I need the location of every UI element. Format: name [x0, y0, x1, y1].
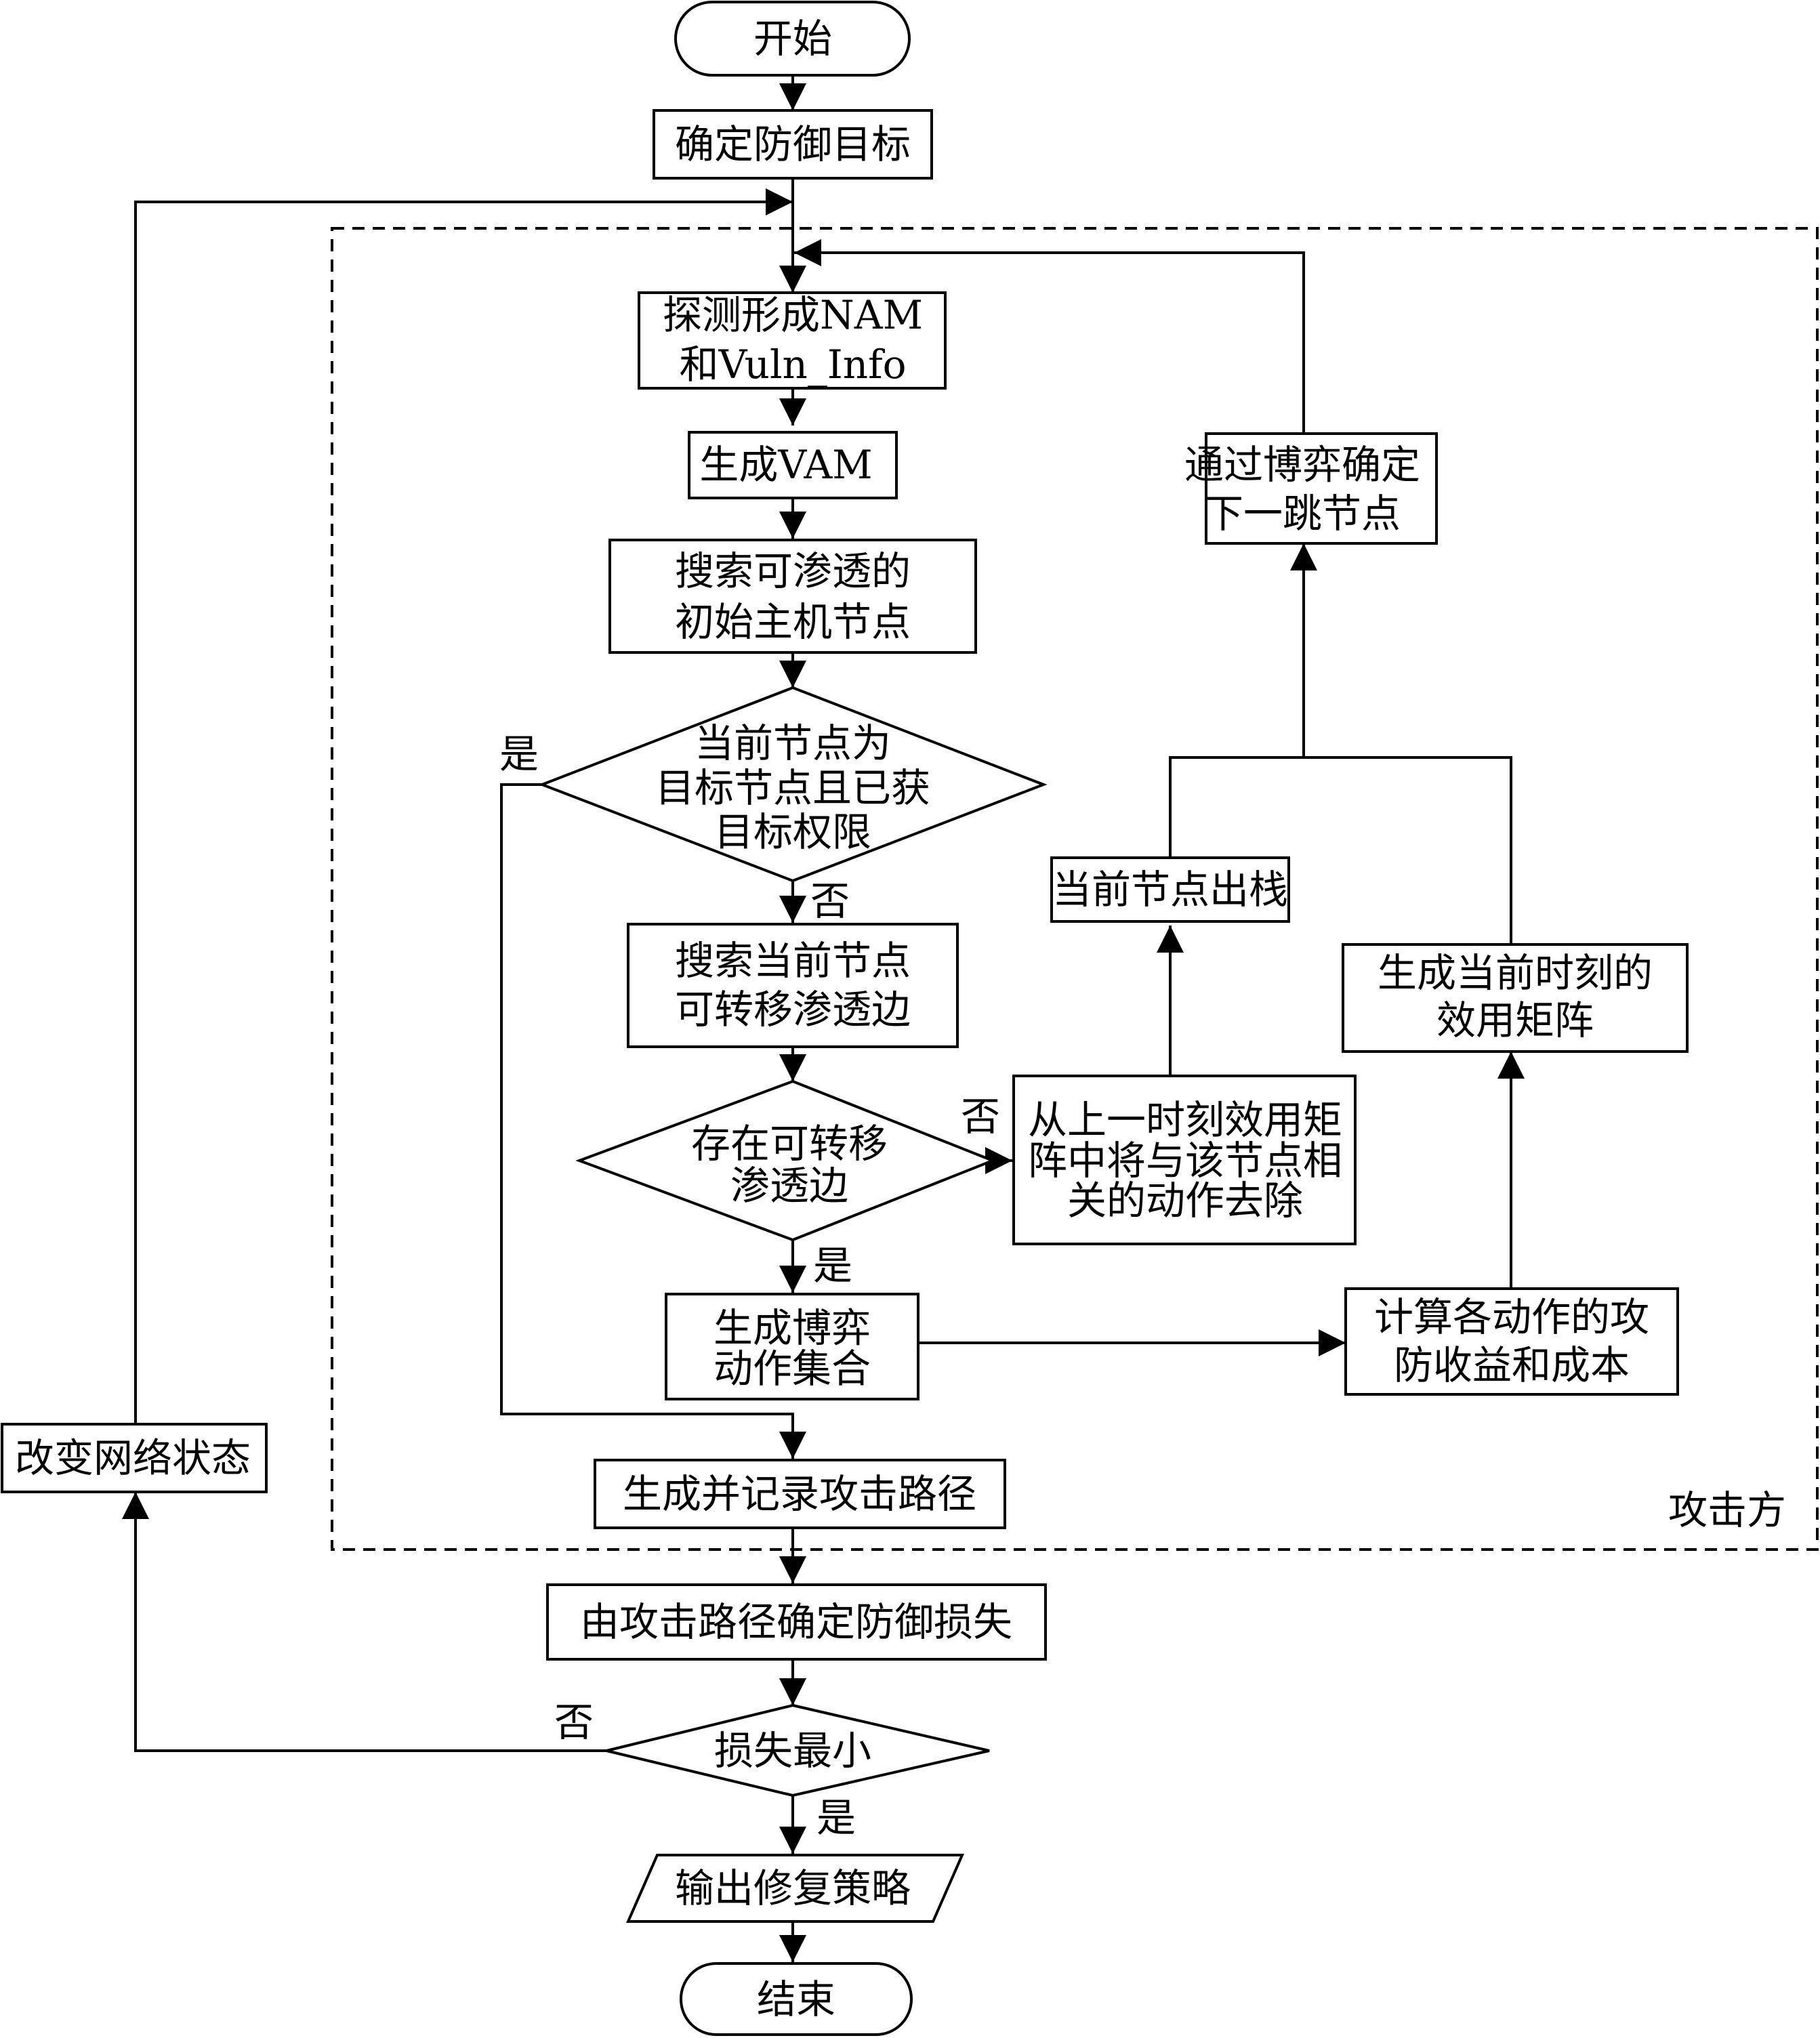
change-network-label: 改变网络状态 [15, 1435, 251, 1481]
define-target-label: 确定防御目标 [675, 121, 911, 167]
decision-loss-node: 损失最小 [606, 1703, 990, 1797]
end-node: 结束 [680, 1962, 913, 2036]
utility-matrix-node: 生成当前时刻的 效用矩阵 [1342, 943, 1689, 1053]
gen-path-node: 生成并记录攻击路径 [594, 1459, 1006, 1529]
line-pop-utility [1169, 756, 1512, 944]
connectors [122, 77, 1525, 1962]
no-edges-label: 否 [961, 1094, 1000, 1140]
change-network-node: 改变网络状态 [1, 1423, 268, 1493]
yes-target-label: 是 [499, 731, 539, 777]
search-initial-node: 搜索可渗透的 初始主机节点 [608, 539, 977, 654]
arrow-change-to-target [134, 188, 793, 1424]
remove-actions-line-1: 从上一时刻效用矩 [1028, 1097, 1342, 1143]
search-edges-line-1: 搜索当前节点 [675, 938, 911, 984]
search-edges-node: 搜索当前节点 可转移渗透边 [627, 923, 959, 1048]
arrow-yes-to-path [500, 783, 806, 1459]
gen-actions-line-2: 动作集合 [713, 1346, 871, 1392]
search-initial-line-2: 初始主机节点 [675, 599, 911, 645]
yes-loss-label: 是 [816, 1795, 856, 1841]
gen-actions-node: 生成博弈 动作集合 [665, 1293, 919, 1400]
arrow-nexthop-loop [794, 239, 1305, 434]
calc-payoff-line-1: 计算各动作的攻 [1374, 1294, 1649, 1340]
search-edges-line-2: 可转移渗透边 [675, 986, 911, 1033]
utility-matrix-line-2: 效用矩阵 [1436, 997, 1594, 1043]
output-label: 输出修复策略 [675, 1865, 911, 1911]
detect-node: 探测形成NAM 和Vuln_Info [638, 291, 947, 390]
attacker-region [331, 227, 1819, 1551]
decision-target-line-1: 当前节点为 [695, 720, 891, 766]
decision-target-line-3: 目标权限 [714, 809, 871, 855]
end-label: 结束 [757, 1976, 835, 2022]
decision-edges-line-1: 存在可转移 [691, 1121, 888, 1167]
gen-vam-node: 生成VAM [688, 431, 898, 499]
calc-payoff-node: 计算各动作的攻 防收益和成本 [1344, 1287, 1679, 1396]
attacker-label: 攻击方 [1668, 1487, 1786, 1533]
loss-node: 由攻击路径确定防御损失 [546, 1583, 1047, 1661]
loss-label: 由攻击路径确定防御损失 [580, 1599, 1012, 1645]
remove-actions-node: 从上一时刻效用矩 阵中将与该节点相 关的动作去除 [1012, 1075, 1357, 1245]
remove-actions-line-2: 阵中将与该节点相 [1028, 1138, 1342, 1184]
remove-actions-line-3: 关的动作去除 [1067, 1178, 1303, 1224]
calc-payoff-line-2: 防收益和成本 [1394, 1342, 1630, 1388]
pop-node-label: 当前节点出栈 [1052, 867, 1288, 913]
no-loss-label: 否 [554, 1699, 594, 1745]
decision-target-line-2: 目标节点且已获 [655, 765, 930, 811]
decision-edges-line-2: 渗透边 [730, 1163, 848, 1209]
yes-edges-label: 是 [813, 1243, 852, 1289]
output-node: 输出修复策略 [625, 1854, 965, 1923]
utility-matrix-line-1: 生成当前时刻的 [1378, 950, 1653, 996]
arrow-no-to-change [122, 1492, 606, 1752]
define-target-node: 确定防御目标 [653, 109, 933, 180]
decision-edges-node: 存在可转移 渗透边 [575, 1079, 997, 1242]
gen-vam-label: 生成VAM [699, 442, 872, 488]
next-hop-line-2: 下一跳节点 [1204, 491, 1401, 537]
detect-line-2: 和Vuln_Info [679, 341, 906, 388]
search-initial-line-1: 搜索可渗透的 [675, 548, 911, 594]
detect-line-1: 探测形成NAM [663, 292, 923, 338]
decision-target-node: 当前节点为 目标节点且已获 目标权限 [538, 686, 1048, 883]
branch-labels: 是 否 否 是 否 是 攻击方 [499, 731, 1786, 1841]
gen-path-label: 生成并记录攻击路径 [623, 1471, 976, 1517]
no-target-label: 否 [810, 878, 850, 924]
next-hop-node: 通过博弈确定 下一跳节点 [1184, 432, 1438, 545]
decision-loss-label: 损失最小 [714, 1728, 871, 1774]
pop-node: 当前节点出栈 [1050, 856, 1290, 923]
start-label: 开始 [753, 16, 832, 62]
gen-actions-line-1: 生成博弈 [713, 1305, 871, 1351]
next-hop-line-1: 通过博弈确定 [1184, 442, 1420, 488]
start-node: 开始 [674, 1, 911, 77]
